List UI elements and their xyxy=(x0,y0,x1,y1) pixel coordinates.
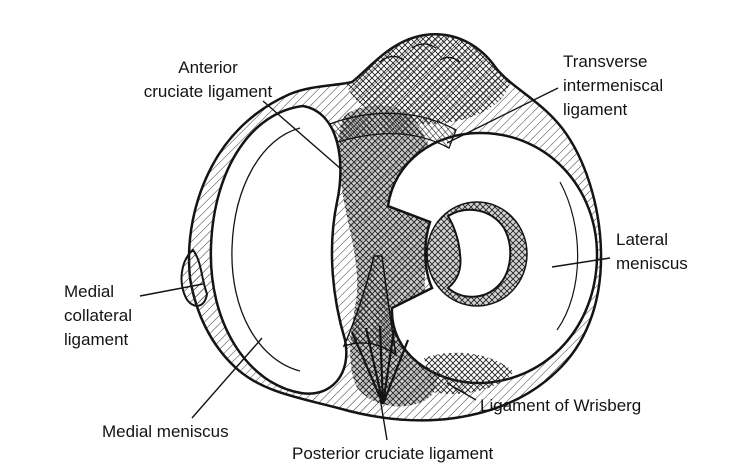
transverse-ligament-shape xyxy=(329,112,457,149)
leader-transverse-intermeniscal xyxy=(446,87,559,144)
leader-anterior-cruciate xyxy=(262,100,342,170)
leader-lateral-meniscus xyxy=(551,257,611,268)
lateral-meniscus-inner-contour xyxy=(556,181,579,331)
label-medial-meniscus: Medial meniscus xyxy=(102,422,229,441)
leader-ligament-of-wrisberg xyxy=(446,382,477,401)
medial-collateral-shape xyxy=(180,248,209,307)
label-transverse-intermeniscal-ligament: Transverse intermeniscal ligament xyxy=(563,52,664,119)
anterior-bump-shading xyxy=(346,34,510,124)
medial-meniscus-shape xyxy=(209,104,348,395)
leader-medial-meniscus xyxy=(191,337,263,419)
top-texture-strokes xyxy=(379,43,461,63)
label-lateral-meniscus: Lateral meniscus xyxy=(616,230,688,273)
label-medial-collateral-ligament: Medial collateral ligament xyxy=(64,282,133,349)
posterior-cruciate-shape xyxy=(342,255,398,357)
label-posterior-cruciate-ligament: Posterior cruciate ligament xyxy=(292,444,494,463)
medial-meniscus-inner-contour xyxy=(231,127,301,372)
leader-posterior-cruciate xyxy=(378,391,388,441)
leader-medial-collateral xyxy=(139,283,204,297)
label-ligament-of-wrisberg: Ligament of Wrisberg xyxy=(480,396,642,415)
leader-lines xyxy=(139,87,611,441)
posterior-fan-fibers xyxy=(350,325,410,405)
label-anterior-cruciate-ligament: Anterior cruciate ligament xyxy=(143,58,273,101)
lateral-meniscus-free-edge xyxy=(446,208,512,298)
wrisberg-shade xyxy=(424,352,514,394)
